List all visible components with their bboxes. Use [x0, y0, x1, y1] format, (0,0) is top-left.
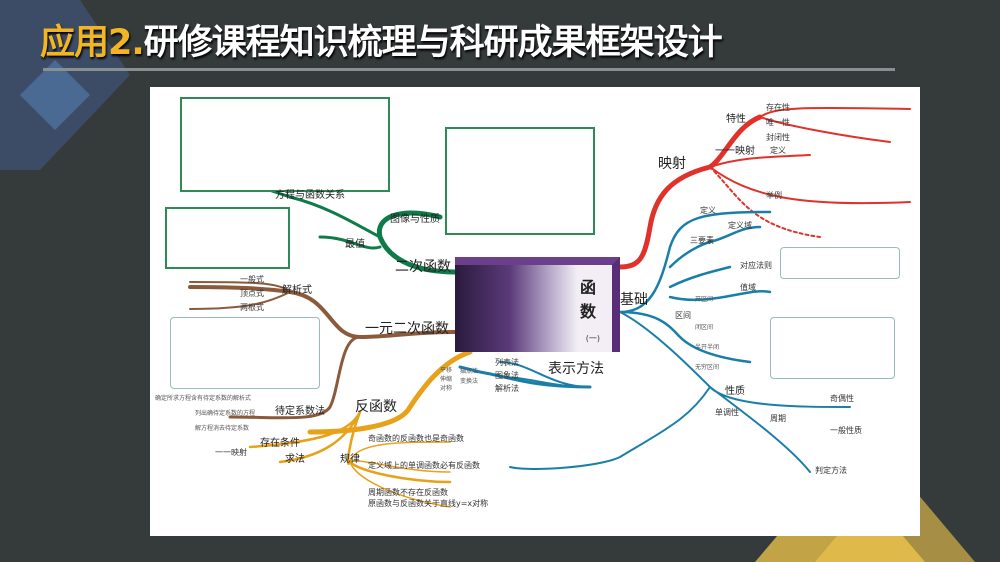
node-inverse: 反函数: [355, 399, 397, 415]
rule-2: 定义域上的单调函数必有反函数: [368, 461, 480, 470]
graph-table-top: [180, 97, 390, 192]
node-open-interval: 开区间: [695, 296, 714, 303]
center-node: 函数 (一): [455, 257, 620, 352]
extremum-table: [165, 207, 290, 269]
node-symmetry: 对称: [440, 385, 453, 392]
node-root-form: 两根式: [240, 303, 264, 312]
node-correspondence: 对应法则: [740, 261, 772, 270]
node-table-method: 列表法: [495, 358, 519, 367]
property-table: [445, 127, 595, 235]
node-existence: 存在条件: [260, 438, 300, 449]
node-mapping-definition: 定义: [770, 146, 786, 155]
node-period: 周期: [770, 414, 786, 423]
node-judgement: 判定方法: [815, 466, 847, 475]
definition-domain-box: [770, 317, 895, 379]
node-half-open: 半开半闭: [695, 344, 720, 351]
node-extremum: 最值: [345, 239, 365, 250]
node-one-to-one: 一一映射: [215, 448, 247, 457]
decor-triangle-topleft: [0, 0, 130, 170]
node-step-1: 列出确待定系数的方程: [195, 410, 256, 417]
node-analytic-form: 解析式: [282, 285, 312, 296]
node-range: 值域: [740, 283, 756, 292]
title-prefix: 应用2.: [40, 23, 145, 63]
node-graph-properties: 图像与性质: [390, 214, 440, 225]
node-monotonicity: 单调性: [715, 408, 739, 417]
rule-3: 周期函数不存在反函数: [368, 488, 448, 497]
node-definition: 定义: [700, 206, 716, 215]
node-stretch: 伸缩: [440, 376, 453, 383]
node-interval: 区间: [675, 311, 691, 320]
node-mapping: 映射: [658, 156, 686, 172]
solve-example-box: [170, 317, 320, 389]
node-representation: 表示方法: [548, 361, 604, 377]
node-properties: 性质: [725, 386, 745, 397]
node-infinite-interval: 无穷区间: [695, 364, 720, 371]
title-divider: [43, 68, 895, 71]
rule-4: 原函数与反函数关于直线y=x对称: [368, 499, 489, 508]
node-translate: 平移: [440, 367, 453, 374]
node-closure: 封闭性: [766, 133, 790, 142]
node-basics: 基础: [620, 292, 648, 308]
node-solving: 求法: [285, 454, 305, 465]
range-methods-box: [780, 247, 900, 279]
node-transform-method: 变换法: [460, 378, 479, 385]
center-title: 函数: [577, 279, 596, 327]
node-graph-method: 图象法: [495, 371, 519, 380]
node-parity: 奇偶性: [830, 394, 854, 403]
node-unary-quadratic: 一元二次函数: [365, 321, 449, 337]
node-analytic-method: 解析法: [495, 384, 519, 393]
node-general-properties: 一般性质: [830, 426, 862, 435]
center-subtitle: (一): [585, 334, 600, 343]
title-main: 研修课程知识梳理与科研成果框架设计: [143, 23, 723, 63]
node-bijection: 一一映射: [715, 146, 755, 157]
node-vertex-form: 顶点式: [240, 289, 264, 298]
node-domain: 定义域: [728, 221, 752, 230]
node-uniqueness: 唯一性: [766, 118, 790, 127]
slide-title: 应用2.研修课程知识梳理与科研成果框架设计: [40, 14, 723, 65]
node-three-elements: 三要素: [690, 236, 714, 245]
node-plot-method: 描点法: [460, 368, 479, 375]
node-general-form: 一般式: [240, 275, 264, 284]
node-step-2: 解方程消去待定系数: [195, 425, 250, 432]
node-characteristics: 特性: [726, 114, 746, 125]
rule-1: 奇函数的反函数也是奇函数: [368, 434, 464, 443]
node-examples: 举例: [766, 191, 782, 200]
mindmap-branches: [188, 106, 911, 508]
node-step-0: 确定所求方程含有待定系数的解析式: [155, 395, 252, 402]
node-quadratic: 二次函数: [395, 259, 451, 275]
node-existence-prop: 存在性: [766, 103, 790, 112]
node-rules: 规律: [340, 454, 360, 465]
node-closed-interval: 闭区间: [695, 324, 714, 331]
mindmap-image: 函数 (一) 二次函数 图像与性质 最值 方程与函数关系 一元二次函数 解析式 一…: [150, 87, 920, 536]
node-equation-relation: 方程与函数关系: [275, 190, 345, 201]
node-undetermined-coeff: 待定系数法: [275, 406, 325, 417]
